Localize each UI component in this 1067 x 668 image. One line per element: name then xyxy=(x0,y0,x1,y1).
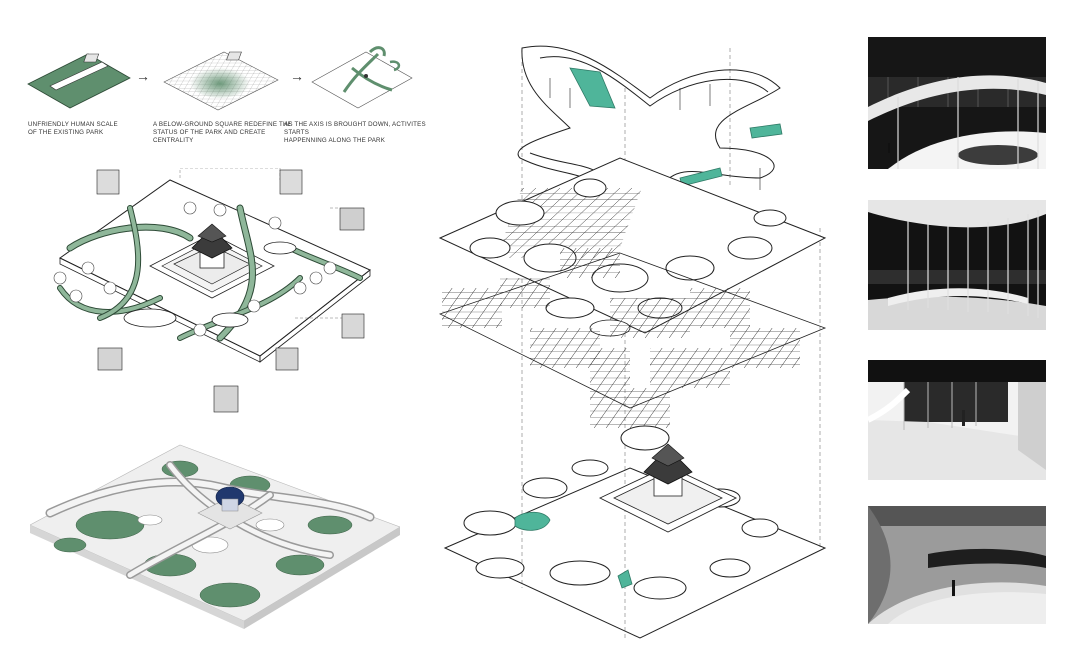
concept-caption-1: UNFRIENDLY HUMAN SCALE OF THE EXISTING P… xyxy=(28,121,118,136)
concept-caption-2: A BELOW-GROUND SQUARE REDEFINE THE STATU… xyxy=(153,121,292,144)
arrow-icon: → xyxy=(290,68,304,84)
concept-caption-3: AS THE AXIS IS BROUGHT DOWN, ACTIVITES S… xyxy=(284,121,426,144)
render-photo-elevated-walkway xyxy=(868,37,1046,169)
concept-row: → → UNFRIENDLY HUMAN SCALE OF THE EXISTI… xyxy=(18,34,428,144)
concept-diagram-sunken-square xyxy=(163,51,279,111)
site-model-render xyxy=(30,444,400,629)
concept-diagram-existing-park xyxy=(27,53,131,109)
render-photo-canopy-columns xyxy=(868,200,1046,330)
render-photo-underground-corridor xyxy=(868,360,1046,480)
concept-diagram-activated-axis xyxy=(311,46,413,109)
site-axonometric-drawing xyxy=(53,168,371,413)
render-photo-curved-passage xyxy=(868,506,1046,624)
arrow-icon: → xyxy=(136,68,150,84)
thumbnail-group xyxy=(96,169,365,413)
exploded-axonometric-drawing xyxy=(438,45,827,639)
